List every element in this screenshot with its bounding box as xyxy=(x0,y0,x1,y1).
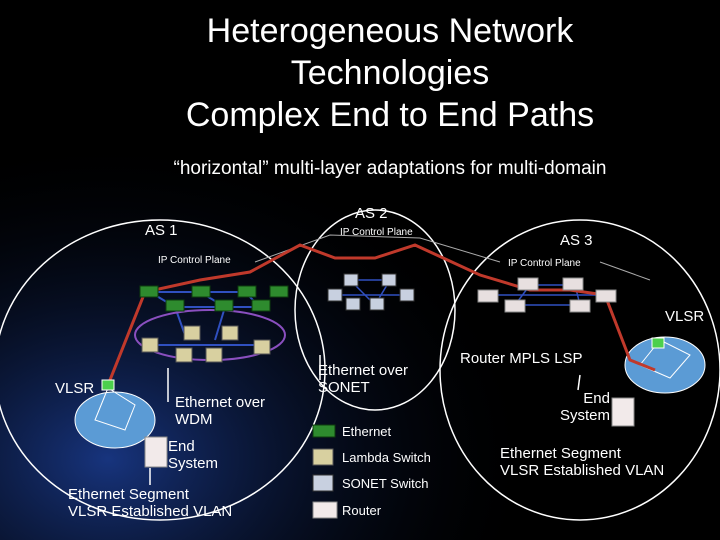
sonet-switch-node xyxy=(399,288,415,302)
legend-lambda-swatch xyxy=(312,448,334,466)
vlsr-left-cloud xyxy=(74,391,156,449)
end-system-left xyxy=(144,436,168,468)
legend-router-label: Router xyxy=(342,503,382,518)
as3-domain-circle xyxy=(439,219,720,521)
vlsr-left-label: VLSR xyxy=(55,380,95,397)
lambda-switch-node xyxy=(141,337,159,353)
router-node xyxy=(595,289,617,303)
lambda-switch-node xyxy=(221,325,239,341)
as1-label: AS 1 xyxy=(145,222,178,239)
sonet-switch-node xyxy=(343,273,359,287)
legend-lambda-label: Lambda Switch xyxy=(342,450,431,465)
ethernet-over-sonet-label: Ethernet over SONET xyxy=(318,362,409,396)
ethernet-over-wdm-label: Ethernet over WDM xyxy=(175,394,266,428)
router-node xyxy=(517,277,539,291)
router-node xyxy=(562,277,584,291)
legend-ethernet-label: Ethernet xyxy=(342,424,392,439)
ethernet-node xyxy=(165,299,185,312)
as2-domain-circle xyxy=(294,209,456,411)
sonet-switch-node xyxy=(369,297,385,311)
slide-title: Heterogeneous Network Technologies Compl… xyxy=(0,10,720,136)
ethernet-node xyxy=(251,299,271,312)
ethernet-node xyxy=(191,285,211,298)
legend-ethernet-swatch xyxy=(312,424,336,438)
as1-domain-circle xyxy=(0,219,326,521)
as3-control-plane-label: IP Control Plane xyxy=(508,258,581,269)
router-node xyxy=(504,299,526,313)
legend-sonet-label: SONET Switch xyxy=(342,476,429,491)
router-node xyxy=(569,299,591,313)
vlsr-left-node xyxy=(101,379,115,391)
sonet-switch-node xyxy=(327,288,343,302)
legend-sonet-swatch xyxy=(312,474,334,492)
lambda-switch-node xyxy=(183,325,201,341)
lambda-switch-node xyxy=(253,339,271,355)
slide-subtitle: “horizontal” multi-layer adaptations for… xyxy=(173,158,607,179)
ethernet-node xyxy=(237,285,257,298)
lambda-switch-node xyxy=(205,347,223,363)
end-system-right-label: End System xyxy=(559,390,610,424)
as1-control-plane-label: IP Control Plane xyxy=(158,255,231,266)
ethernet-segment-right-label: Ethernet Segment VLSR Established VLAN xyxy=(500,445,665,479)
as2-label: AS 2 xyxy=(355,205,388,222)
as2-control-plane-label: IP Control Plane xyxy=(340,227,413,238)
vlsr-right-label: VLSR xyxy=(665,308,705,325)
title-line-2: Technologies xyxy=(290,54,490,92)
title-line-1: Heterogeneous Network xyxy=(206,12,574,50)
router-mpls-lsp-label: Router MPLS LSP xyxy=(460,350,583,367)
as3-label: AS 3 xyxy=(560,232,593,249)
ethernet-node xyxy=(269,285,289,298)
legend-router-swatch xyxy=(312,501,338,519)
ethernet-node xyxy=(139,285,159,298)
ethernet-segment-left-label: Ethernet Segment VLSR Established VLAN xyxy=(68,486,233,520)
ethernet-node xyxy=(214,299,234,312)
sonet-switch-node xyxy=(381,273,397,287)
vlsr-right-cloud xyxy=(624,336,706,394)
lambda-switch-node xyxy=(175,347,193,363)
control-plane-link xyxy=(599,261,651,281)
vlsr-right-node xyxy=(651,337,665,349)
router-node xyxy=(477,289,499,303)
sonet-switch-node xyxy=(345,297,361,311)
end-system-left-label: End System xyxy=(168,438,219,472)
title-line-3: Complex End to End Paths xyxy=(185,96,595,134)
end-system-right xyxy=(611,397,635,427)
